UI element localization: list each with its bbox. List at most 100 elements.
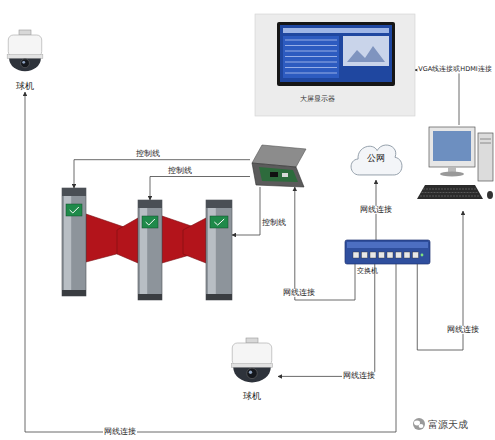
screen-table: [283, 36, 339, 78]
gate-screen: [142, 216, 158, 228]
keyboard-keys: [423, 189, 477, 190]
screen-row: [285, 40, 337, 41]
connector-line: [415, 70, 459, 125]
camera-mount: [246, 338, 258, 343]
controller-drawing: [250, 145, 306, 187]
connection-label: VGA线连接或HDMI连接: [417, 67, 492, 74]
connection-label: 网线连接: [359, 206, 393, 214]
gate-flap: [183, 218, 206, 263]
turnstile-gate: [62, 188, 86, 296]
switch-led: [421, 254, 424, 257]
gate-drawing: [206, 200, 232, 300]
node-label: 交换机: [357, 268, 378, 276]
pc-tower: [478, 133, 493, 181]
camera-dome: [9, 59, 41, 72]
screen-row: [285, 67, 337, 68]
switch-port: [353, 252, 359, 258]
monitor-bezel: [277, 22, 395, 86]
gate-check: [214, 219, 224, 225]
camera-rim: [231, 364, 272, 368]
drive-bay: [480, 139, 491, 140]
node-label: 公网: [348, 154, 404, 164]
gate-top: [206, 200, 232, 208]
gate-base: [206, 294, 232, 300]
gate-top: [138, 200, 162, 208]
switch-port: [362, 252, 368, 258]
screen-row: [285, 45, 337, 46]
camera-lens: [247, 368, 257, 378]
mouse: [487, 191, 493, 199]
large-display: 大屏显示器: [255, 14, 415, 116]
switch-port: [413, 252, 419, 258]
board-chip: [282, 173, 288, 177]
switch-port: [404, 252, 410, 258]
watermark-text: 富源天成: [428, 418, 468, 432]
circuit-board: [259, 167, 298, 182]
camera-body: [8, 35, 41, 57]
connector-line: [150, 177, 250, 201]
lens-highlight: [249, 371, 252, 374]
gate-drawing: [62, 188, 86, 296]
photo-background: [255, 14, 415, 116]
keyboard: [417, 185, 483, 199]
connector-line: [232, 187, 260, 235]
screen-row: [285, 51, 337, 52]
watermark-icon: [413, 418, 425, 430]
controller-base: [252, 163, 304, 187]
gate-screen: [66, 204, 82, 216]
monitor-screen: [433, 131, 471, 161]
keyboard-keys: [422, 192, 479, 193]
switch-port: [379, 252, 385, 258]
gate-screen: [210, 216, 228, 228]
switch-port: [387, 252, 393, 258]
switch-port: [396, 252, 402, 258]
display-drawing: [255, 14, 415, 116]
turnstile-gate: [206, 200, 232, 300]
gate-check: [146, 219, 155, 225]
computer-drawing: [415, 125, 495, 211]
connection-label: 控制线: [261, 219, 287, 227]
monitor-screen: [280, 25, 392, 82]
screen-row: [285, 56, 337, 57]
turnstile-gate: [138, 200, 162, 300]
internet-cloud: 公网: [348, 138, 404, 180]
switch-port: [370, 252, 376, 258]
gate-base: [62, 290, 86, 296]
camera-mount: [19, 30, 31, 35]
connection-label: 控制线: [135, 150, 161, 158]
watermark-icon: [419, 424, 424, 428]
switch-body: [345, 240, 430, 264]
gate-check: [70, 207, 79, 213]
camera-dome: [233, 368, 270, 383]
dome-camera: 球机: [226, 338, 278, 402]
connector-line: [25, 92, 396, 432]
lens-highlight: [22, 61, 25, 64]
gate-top: [62, 188, 86, 196]
connection-label: 网线连接: [446, 326, 480, 334]
switch-face: [347, 242, 428, 248]
screen-header: [283, 28, 389, 33]
keyboard-keys: [420, 196, 480, 197]
connection-label: 控制线: [167, 166, 193, 174]
network-switch: 交换机: [345, 240, 430, 264]
connector-line: [74, 160, 250, 188]
gate-flap: [117, 218, 138, 263]
node-label: 球机: [226, 392, 278, 402]
gate-base: [138, 294, 162, 300]
connection-label: 网线连接: [103, 428, 137, 436]
screen-picture: [343, 36, 389, 66]
screen-row: [285, 62, 337, 63]
screen-picture-detail: [347, 46, 385, 62]
connector-line: [295, 187, 355, 300]
camera-rim: [7, 55, 43, 59]
computer: [415, 125, 495, 211]
gate-controller: [250, 145, 306, 187]
node-label: 球机: [3, 82, 47, 92]
gate-drawing: [138, 200, 162, 300]
monitor-case: [429, 127, 475, 167]
node-label: 大屏显示器: [300, 96, 335, 103]
monitor-stand: [448, 167, 456, 172]
dome-camera: 球机: [3, 30, 47, 92]
switch-drawing: [345, 240, 430, 264]
